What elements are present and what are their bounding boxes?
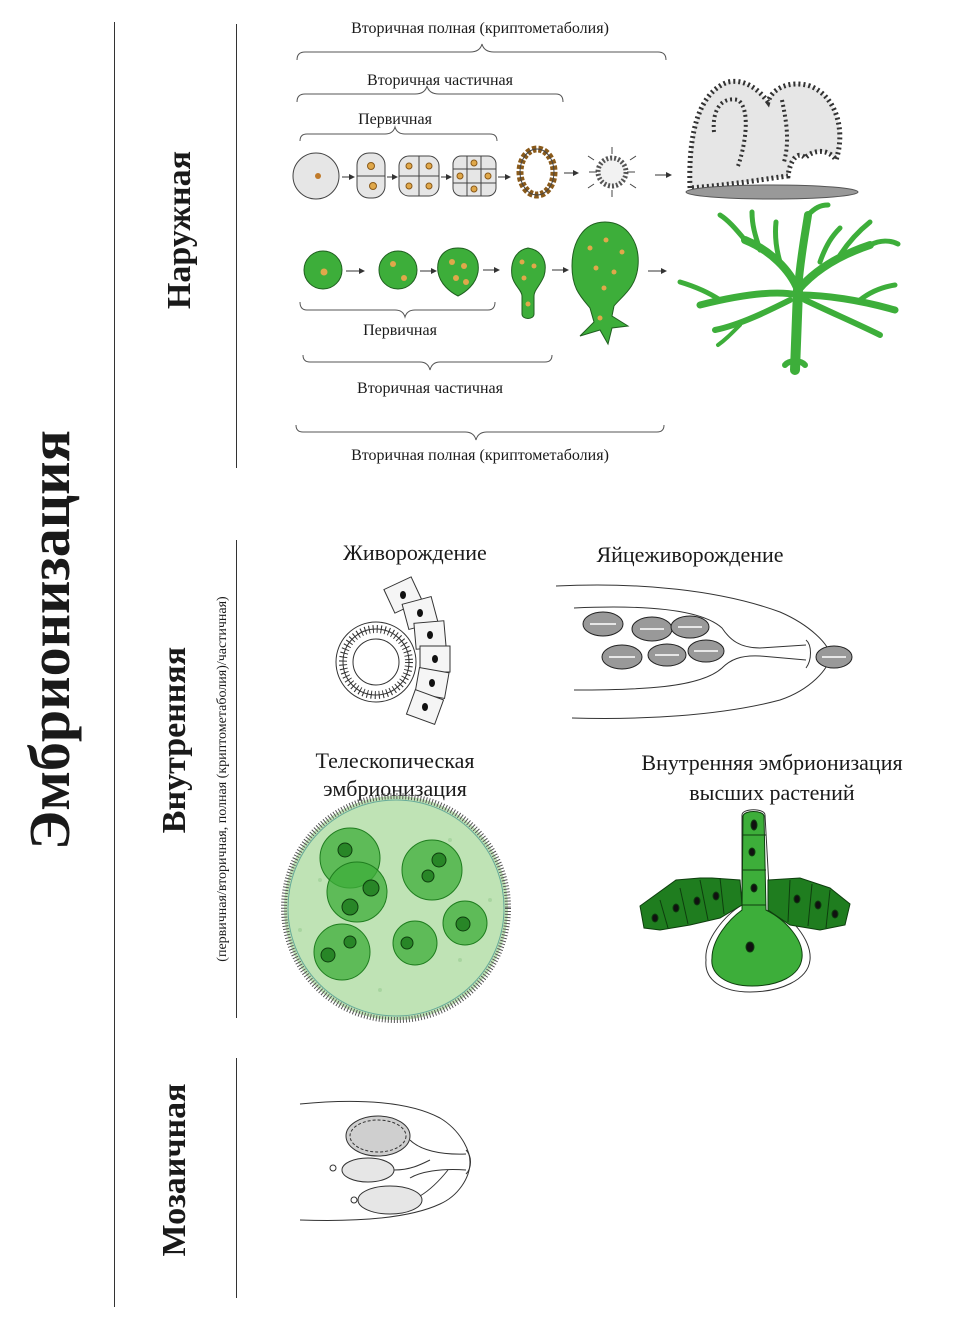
label-top-primary: Первичная [358, 111, 432, 128]
bracket-icon [295, 43, 667, 441]
ovoviviparity-icon [555, 584, 853, 719]
label-higher-plants-2: высших растений [689, 780, 855, 805]
cell-icon [452, 155, 497, 197]
cell-icon [398, 155, 440, 197]
label-viviparity: Живорождение [343, 540, 487, 565]
mosaic-icon [299, 1100, 471, 1221]
label-higher-plants-1: Внутренняя эмбрионизация [641, 750, 903, 775]
inner-divider [236, 540, 237, 1018]
telescopic-icon [281, 793, 511, 1023]
cell-icon [303, 250, 343, 290]
cell-icon [571, 221, 639, 346]
cell-icon [437, 247, 479, 297]
outer-divider [236, 24, 237, 468]
label-top-full: Вторичная полная (криптометаболия) [351, 20, 609, 37]
label-bottom-full: Вторичная полная (криптометаболия) [351, 447, 609, 464]
cell-icon [511, 247, 546, 319]
sponge-icon [685, 78, 859, 200]
higher-plants-icon [639, 809, 851, 993]
cell-icon [378, 250, 418, 290]
label-bottom-primary: Первичная [363, 322, 437, 339]
label-ovoviviparity: Яйцеживорождение [596, 542, 784, 567]
cell-icon [516, 145, 558, 199]
alga-icon [677, 202, 901, 375]
label-top-partial: Вторичная частичная [367, 72, 513, 89]
cell-icon [292, 152, 340, 200]
mosaic-divider [236, 1058, 237, 1298]
viviparity-icon [335, 576, 451, 725]
left-divider [114, 22, 115, 1307]
cell-icon [356, 152, 386, 199]
label-bottom-partial: Вторичная частичная [357, 380, 503, 397]
cell-icon [587, 147, 637, 197]
label-telescopic-1: Телескопическая [315, 748, 475, 773]
